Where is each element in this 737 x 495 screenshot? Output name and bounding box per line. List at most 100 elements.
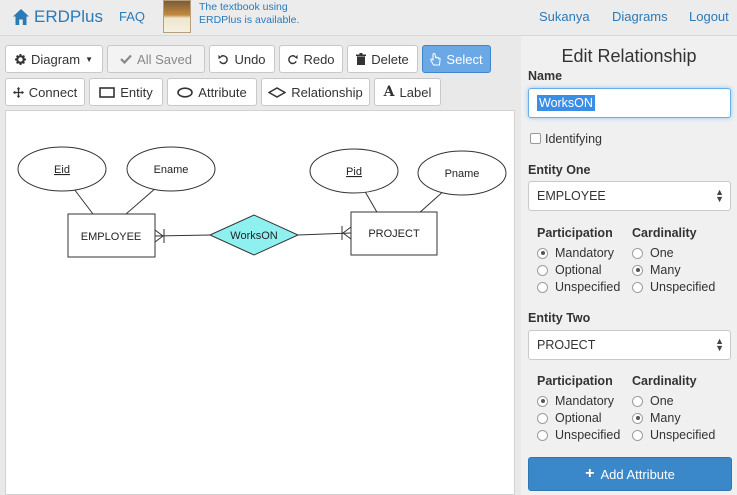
entity-two-mandatory-radio[interactable]: Mandatory <box>537 394 614 408</box>
delete-button[interactable]: Delete <box>347 45 418 73</box>
entity-two-participation-unspecified-label: Unspecified <box>555 428 621 442</box>
radio-empty-icon <box>537 264 548 276</box>
identifying-label: Identifying <box>545 132 602 146</box>
connect-tool-button[interactable]: Connect <box>5 78 85 106</box>
entity-one-one-radio[interactable]: One <box>632 246 674 260</box>
textbook-note-line2: ERDPlus is available. <box>199 14 300 26</box>
redo-button[interactable]: Redo <box>279 45 343 73</box>
entity-one-cardinality-unspecified-label: Unspecified <box>650 280 716 294</box>
connector-pname <box>417 188 447 215</box>
faq-link[interactable]: FAQ <box>119 9 146 24</box>
panel-title: Edit Relationship <box>561 46 697 66</box>
entity-two-mandatory-label: Mandatory <box>555 394 615 408</box>
entity-tool-button[interactable]: Entity <box>89 78 163 106</box>
diagram-canvas[interactable]: Eid Ename Pid Pname EMPLOYEE PROJECT Wor… <box>5 110 515 495</box>
entity-two-optional-radio[interactable]: Optional <box>537 411 602 425</box>
pointer-hand-icon <box>430 52 441 66</box>
entity-one-many-radio[interactable]: Many <box>632 263 681 277</box>
entity-one-select-value: EMPLOYEE <box>537 189 606 203</box>
participation-one-heading: Participation <box>537 226 613 240</box>
name-input[interactable]: WorksON <box>528 88 731 118</box>
undo-icon <box>218 54 229 65</box>
trash-icon <box>356 53 367 65</box>
select-updown-icon: ▲▼ <box>715 336 724 353</box>
brand-link[interactable]: ERDPlus <box>12 7 103 27</box>
entity-employee[interactable]: EMPLOYEE <box>67 213 156 258</box>
relationship-tool-label: Relationship <box>291 84 363 100</box>
select-tool-button[interactable]: Select <box>422 45 491 73</box>
entity-two-many-radio[interactable]: Many <box>632 411 681 425</box>
name-label: Name <box>528 69 563 83</box>
redo-icon <box>287 54 298 65</box>
entity-one-label: Entity One <box>528 163 591 177</box>
redo-label: Redo <box>303 51 335 67</box>
entity-one-optional-label: Optional <box>555 263 602 277</box>
attribute-pid-label: Pid <box>346 166 362 178</box>
radio-selected-icon <box>632 264 643 276</box>
entity-one-optional-radio[interactable]: Optional <box>537 263 602 277</box>
entity-two-participation-unspecified-radio[interactable]: Unspecified <box>537 428 620 442</box>
relationship-tool-button[interactable]: Relationship <box>261 78 370 106</box>
textbook-note-line1: The textbook using <box>199 1 288 13</box>
name-input-value: WorksON <box>537 95 595 111</box>
radio-empty-icon <box>537 412 548 424</box>
logout-link[interactable]: Logout <box>689 9 729 24</box>
cardinality-project-mark <box>341 226 352 240</box>
radio-empty-icon <box>537 281 548 293</box>
radio-empty-icon <box>632 395 643 407</box>
radio-empty-icon <box>632 281 643 293</box>
top-navbar: ERDPlus FAQ The textbook using ERDPlus i… <box>0 0 737 36</box>
identifying-checkbox[interactable] <box>530 133 541 144</box>
relationship-workson[interactable]: WorksON <box>208 214 300 256</box>
erd-diagram: Eid Ename Pid Pname EMPLOYEE PROJECT Wor… <box>17 146 507 258</box>
attribute-ename-label: Ename <box>154 164 189 176</box>
entity-two-cardinality-unspecified-label: Unspecified <box>650 428 716 442</box>
all-saved-button[interactable]: All Saved <box>107 45 205 73</box>
label-tool-button[interactable]: A Label <box>374 78 441 106</box>
attribute-pid[interactable]: Pid <box>309 148 399 194</box>
entity-one-select[interactable]: EMPLOYEE ▲▼ <box>528 181 731 211</box>
attribute-eid-label: Eid <box>54 164 70 176</box>
diagram-menu-button[interactable]: Diagram ▼ <box>5 45 103 73</box>
entity-two-one-label: One <box>650 394 674 408</box>
entity-one-mandatory-radio[interactable]: Mandatory <box>537 246 614 260</box>
entity-one-one-label: One <box>650 246 674 260</box>
cardinality-two-heading: Cardinality <box>632 374 697 388</box>
add-attribute-label: Add Attribute <box>600 466 675 482</box>
diagram-menu-label: Diagram <box>30 51 81 67</box>
home-icon <box>13 9 29 25</box>
attribute-tool-button[interactable]: Attribute <box>167 78 257 106</box>
all-saved-label: All Saved <box>137 51 192 67</box>
entity-one-cardinality-unspecified-radio[interactable]: Unspecified <box>632 280 715 294</box>
move-arrows-icon <box>12 86 24 98</box>
cardinality-employee-mark <box>154 229 165 243</box>
ellipse-icon <box>177 86 194 98</box>
entity-project-label: PROJECT <box>368 228 420 240</box>
add-attribute-button[interactable]: + Add Attribute <box>528 457 732 491</box>
attribute-eid[interactable]: Eid <box>17 146 107 192</box>
participation-two-heading: Participation <box>537 374 613 388</box>
text-label-icon: A <box>383 84 395 100</box>
entity-two-cardinality-unspecified-radio[interactable]: Unspecified <box>632 428 715 442</box>
textbook-cover-image[interactable] <box>163 0 191 33</box>
attribute-pname-label: Pname <box>445 168 480 180</box>
user-link[interactable]: Sukanya <box>539 9 590 24</box>
entity-one-participation-unspecified-radio[interactable]: Unspecified <box>537 280 620 294</box>
brand-name: ERDPlus <box>34 7 103 26</box>
radio-empty-icon <box>537 429 548 441</box>
attribute-pname[interactable]: Pname <box>417 150 507 196</box>
entity-project[interactable]: PROJECT <box>350 211 438 256</box>
diagrams-link[interactable]: Diagrams <box>612 9 668 24</box>
radio-selected-icon <box>537 247 548 259</box>
entity-tool-label: Entity <box>120 84 153 100</box>
attribute-ename[interactable]: Ename <box>126 146 216 192</box>
entity-two-select[interactable]: PROJECT ▲▼ <box>528 330 731 360</box>
undo-button[interactable]: Undo <box>209 45 275 73</box>
caret-down-icon: ▼ <box>85 54 94 64</box>
textbook-note[interactable]: The textbook using ERDPlus is available. <box>199 1 299 27</box>
radio-selected-icon <box>632 412 643 424</box>
radio-selected-icon <box>537 395 548 407</box>
entity-two-one-radio[interactable]: One <box>632 394 674 408</box>
select-updown-icon: ▲▼ <box>715 187 724 204</box>
cardinality-one-heading: Cardinality <box>632 226 697 240</box>
